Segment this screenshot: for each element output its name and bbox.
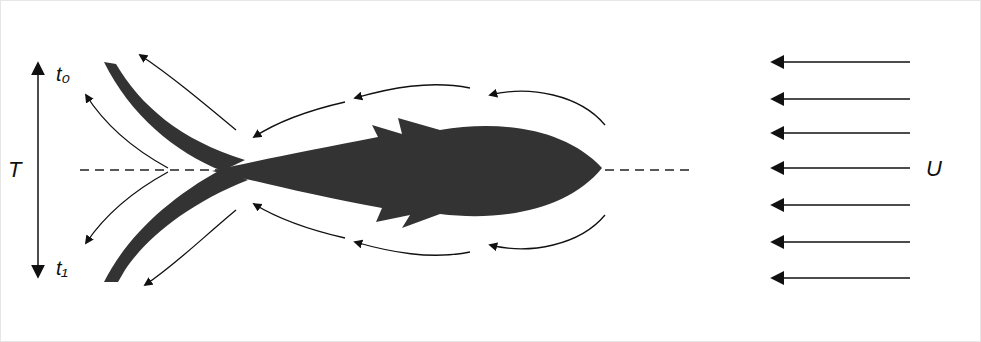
fish-body <box>212 118 602 228</box>
free-stream-arrows <box>773 62 910 278</box>
time-label: t₀ <box>56 64 70 84</box>
lower-tail-fin <box>104 169 248 282</box>
velocity-label: U <box>926 158 942 180</box>
flow-streamlines <box>86 55 605 285</box>
period-label: T <box>8 159 21 181</box>
time-label: t₁ <box>56 258 68 278</box>
period-arrow <box>37 64 39 276</box>
upper-tail-fin <box>104 62 245 171</box>
